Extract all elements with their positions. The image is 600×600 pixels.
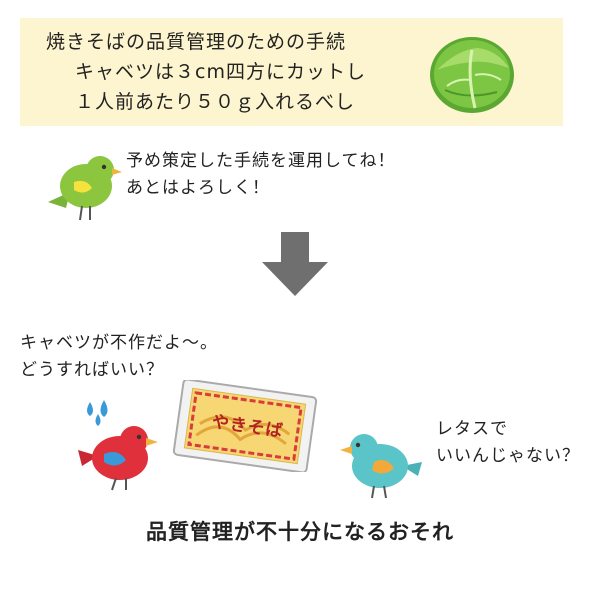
yakisoba-package-illustration [172,380,318,472]
manager-speech: 予め策定した手続を運用してね！ あとはよろしく！ [126,148,396,202]
coworker-speech-line1: レタスで [436,419,508,439]
procedure-step-cut: キャベツは３cm四方にカットし [75,61,366,83]
manager-bird-icon [48,156,122,221]
worker-bird-icon [78,426,158,491]
yakisoba-package: やきそば [170,380,320,472]
worker-speech-line2: どうすればいい？ [20,360,164,380]
coworker-speech: レタスで いいんじゃない？ [436,416,580,470]
procedure-title: 焼きそばの品質管理のための手続 [46,31,347,53]
coworker-speech-line2: いいんじゃない？ [436,446,580,466]
manager-speech-line2: あとはよろしく！ [126,178,270,198]
conclusion-text: 品質管理が不十分になるおそれ [146,520,454,544]
manager-speech-line1: 予め策定した手続を運用してね！ [126,151,396,171]
worker-speech: キャベツが不作だよ〜。 どうすればいい？ [20,330,218,384]
procedure-step-amount: １人前あたり５０ｇ入れるべし [75,91,356,113]
down-arrow-icon [262,232,328,296]
sweat-drops-icon [87,400,108,426]
cabbage-icon [430,37,514,113]
worker-speech-line1: キャベツが不作だよ〜。 [20,333,218,353]
coworker-bird-icon [340,434,422,499]
